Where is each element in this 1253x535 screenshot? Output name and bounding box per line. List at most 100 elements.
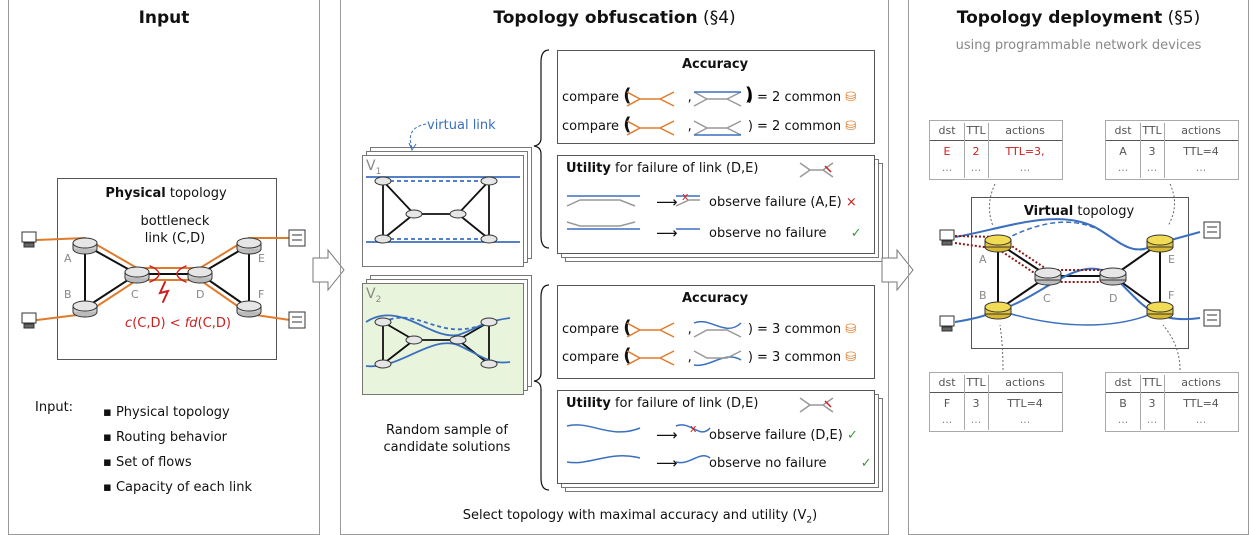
table-ellipsis-cell: ... (941, 161, 953, 174)
host-computer-icon (21, 231, 37, 329)
server-icon (1203, 221, 1221, 327)
svg-text:): ) (745, 84, 753, 105)
table-cell: 3 (972, 397, 980, 410)
utility-title-1: Utility for failure of link (D,E) (566, 161, 759, 176)
accuracy-box-2 (557, 285, 875, 379)
table-cell: TTL=4 (1183, 397, 1219, 410)
v2-label: V2 (366, 286, 382, 305)
table-ellipsis-cell: ... (1146, 413, 1158, 426)
virtual-link-label: virtual link (427, 118, 496, 133)
v2-candidate-box (362, 283, 524, 395)
input-item: ▪ Routing behavior (103, 430, 227, 445)
observation-row: observe failure (D,E) ✓ (709, 428, 858, 443)
compare-row: compare ( , ) = 3 common ⛁ (562, 317, 857, 338)
table-header-cell: TTL (966, 124, 986, 137)
table-cell: A (1119, 145, 1127, 158)
svg-text:x: x (690, 422, 697, 435)
table-cell: F (943, 397, 951, 410)
table-divider (1164, 123, 1165, 178)
svg-text:x: x (682, 190, 689, 203)
physical-topology-title: Physical topology (105, 186, 227, 201)
table-divider (1106, 392, 1238, 393)
table-divider (1140, 375, 1141, 430)
table-ellipsis-cell: ... (1117, 413, 1129, 426)
accuracy-title-1: Accuracy (681, 57, 749, 72)
table-divider (988, 123, 989, 178)
node-label-c: C (1043, 292, 1051, 305)
table-ellipsis-cell: ... (1019, 161, 1031, 174)
node-label-c: C (131, 288, 139, 301)
table-divider (964, 123, 965, 178)
input-label: Input: (35, 400, 74, 415)
arrow-right-icon: ⟶ (656, 224, 678, 242)
router-icon: ⛁ (845, 322, 857, 337)
obfuscation-panel-title: Topology obfuscation (§4) (493, 8, 736, 28)
node-label-b: B (979, 289, 987, 302)
table-cell: B (1119, 397, 1127, 410)
arrow-right-icon: ⟶ (656, 454, 678, 472)
table-cell: 3 (1148, 145, 1156, 158)
utility-box-1 (557, 155, 875, 254)
table-ellipsis-cell: ... (941, 413, 953, 426)
input-item: ▪ Capacity of each link (103, 480, 253, 495)
node-label-d: D (1109, 292, 1118, 305)
v1-label: V1 (366, 158, 382, 177)
table-ellipsis-cell: ... (1195, 413, 1207, 426)
deployment-panel: Topology deployment (§5) using programma… (908, 0, 1249, 535)
node-label-b: B (64, 288, 72, 301)
table-header-cell: actions (1181, 124, 1221, 137)
table-header-cell: dst (1114, 124, 1132, 137)
table-cell: TTL=4 (1183, 145, 1219, 158)
virtual-routers (984, 234, 1174, 320)
table-header-cell: dst (938, 376, 956, 389)
deployment-subtitle: using programmable network devices (955, 38, 1202, 53)
compare-row: compare ( , ) = 3 common ⛁ (562, 345, 857, 366)
table-cell: TTL=3, (1005, 145, 1045, 158)
physical-routers (72, 237, 262, 318)
table-cell: 3 (1148, 397, 1156, 410)
table-ellipsis-cell: ... (1195, 161, 1207, 174)
table-ellipsis-cell: ... (970, 413, 982, 426)
table-header-cell: actions (1005, 124, 1045, 137)
accuracy-title-2: Accuracy (681, 291, 749, 306)
arrow-right-icon: ⟶ (656, 426, 678, 444)
node-label-e: E (1168, 253, 1175, 266)
table-divider (988, 375, 989, 430)
table-cell: 2 (972, 145, 980, 158)
deployment-panel-title: Topology deployment (§5) (956, 8, 1201, 28)
host-computer-icon (939, 229, 955, 332)
input-items-list: ▪ Physical topology ▪ Routing behavior ▪… (103, 400, 252, 500)
table-ellipsis-cell: ... (970, 161, 982, 174)
table-divider (1164, 375, 1165, 430)
node-label-f: F (1168, 289, 1175, 302)
node-label-e: E (258, 252, 265, 265)
server-icon (288, 229, 306, 329)
node-label-a: A (64, 252, 72, 265)
arrow-right-icon: ⟶ (656, 193, 678, 211)
table-header-cell: dst (938, 124, 956, 137)
input-item: ▪ Set of flows (103, 455, 192, 470)
node-label-f: F (258, 288, 265, 301)
table-divider (930, 140, 1062, 141)
compare-row: compare ( , ) = 2 common ⛁ (562, 114, 857, 135)
utility-title-2: Utility for failure of link (D,E) (566, 396, 759, 411)
router-icon: ⛁ (845, 350, 857, 365)
table-header-cell: actions (1181, 376, 1221, 389)
bottleneck-label: bottleneck link (C,D) (140, 214, 210, 246)
selection-caption: Select topology with maximal accuracy an… (462, 508, 818, 526)
observation-row: observe no failure ✓ (709, 456, 872, 471)
table-header-cell: TTL (966, 376, 986, 389)
compare-row: compare ( , ) = 2 common ⛁ (562, 85, 857, 106)
virtual-topology-title: Virtual topology (1023, 204, 1135, 219)
random-sample-caption: Random sample of candidate solutions (383, 423, 511, 455)
table-ellipsis-cell: ... (1146, 161, 1158, 174)
